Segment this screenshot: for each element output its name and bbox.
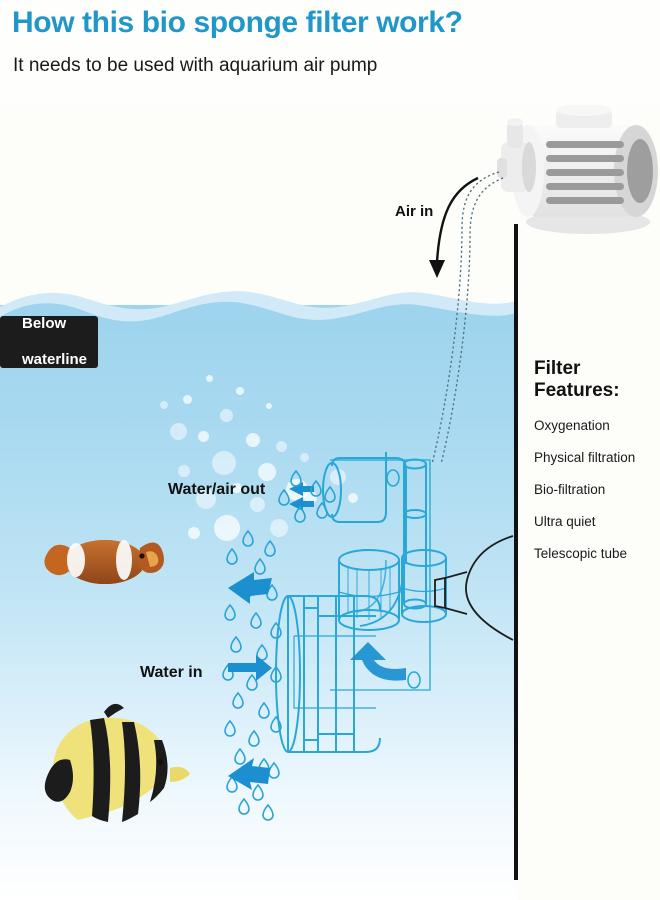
bubble-icon [188,527,200,539]
features-title-line-1: Filter [534,358,581,379]
bubble-icon [178,465,190,477]
moorish-idol-fish-icon [44,703,190,822]
bubble-icon [198,431,209,442]
bubble-icon [304,491,317,504]
bubble-icon [300,453,309,462]
bubble-icon [266,403,272,409]
bubble-icon [220,409,233,422]
page-title: How this bio sponge filter work? [12,6,463,39]
bubble-icon [250,497,265,512]
label-air-in: Air in [395,203,434,220]
feature-item: Oxygenation [534,418,610,433]
bubble-icon [232,483,242,493]
water-surface-front-wave [0,301,517,331]
badge-line-1: Below [22,315,67,332]
feature-item: Physical filtration [534,450,636,465]
badge-line-2: waterline [22,351,88,368]
feature-item: Telescopic tube [534,546,628,561]
bubble-icon [246,433,260,447]
bubble-icon [276,441,287,452]
bubble-icon [196,489,216,509]
pump-vent [546,141,624,204]
bubble-icon [160,401,168,409]
aquarium-wall [514,224,518,880]
bubble-icon [214,515,240,541]
header: How this bio sponge filter work? It need… [0,0,660,105]
label-water-in: Water in [140,664,203,681]
bubble-icon [206,375,213,382]
bubble-icon [236,387,244,395]
bubble-icon [170,423,187,440]
bubble-icon [212,451,236,475]
outflow-arrow-icon [289,482,314,511]
below-waterline-badge: Below waterline [0,315,98,368]
features-title-line-2: Features: [534,380,620,401]
flow-arrow-icon [228,572,272,790]
air-in-arrow-icon [429,176,479,278]
clownfish-icon [44,540,164,584]
bubble-icon [348,493,358,503]
bubble-icon [258,463,276,481]
page-subtitle: It needs to be used with aquarium air pu… [13,55,378,76]
bubble-icon [183,395,192,404]
bubble-icon [270,519,288,537]
feature-item: Ultra quiet [534,514,596,529]
label-water-air-out: Water/air out [168,481,266,498]
feature-item: Bio-filtration [534,482,606,497]
air-tube-icon [431,171,504,465]
filter-features-panel: Filter Features: Oxygenation Physical fi… [534,358,660,578]
internal-flow-arrow-icon [350,642,406,681]
filter-features-title: Filter Features: [534,358,660,402]
suction-cup-icon [434,535,514,641]
bubble-icon [330,469,346,485]
